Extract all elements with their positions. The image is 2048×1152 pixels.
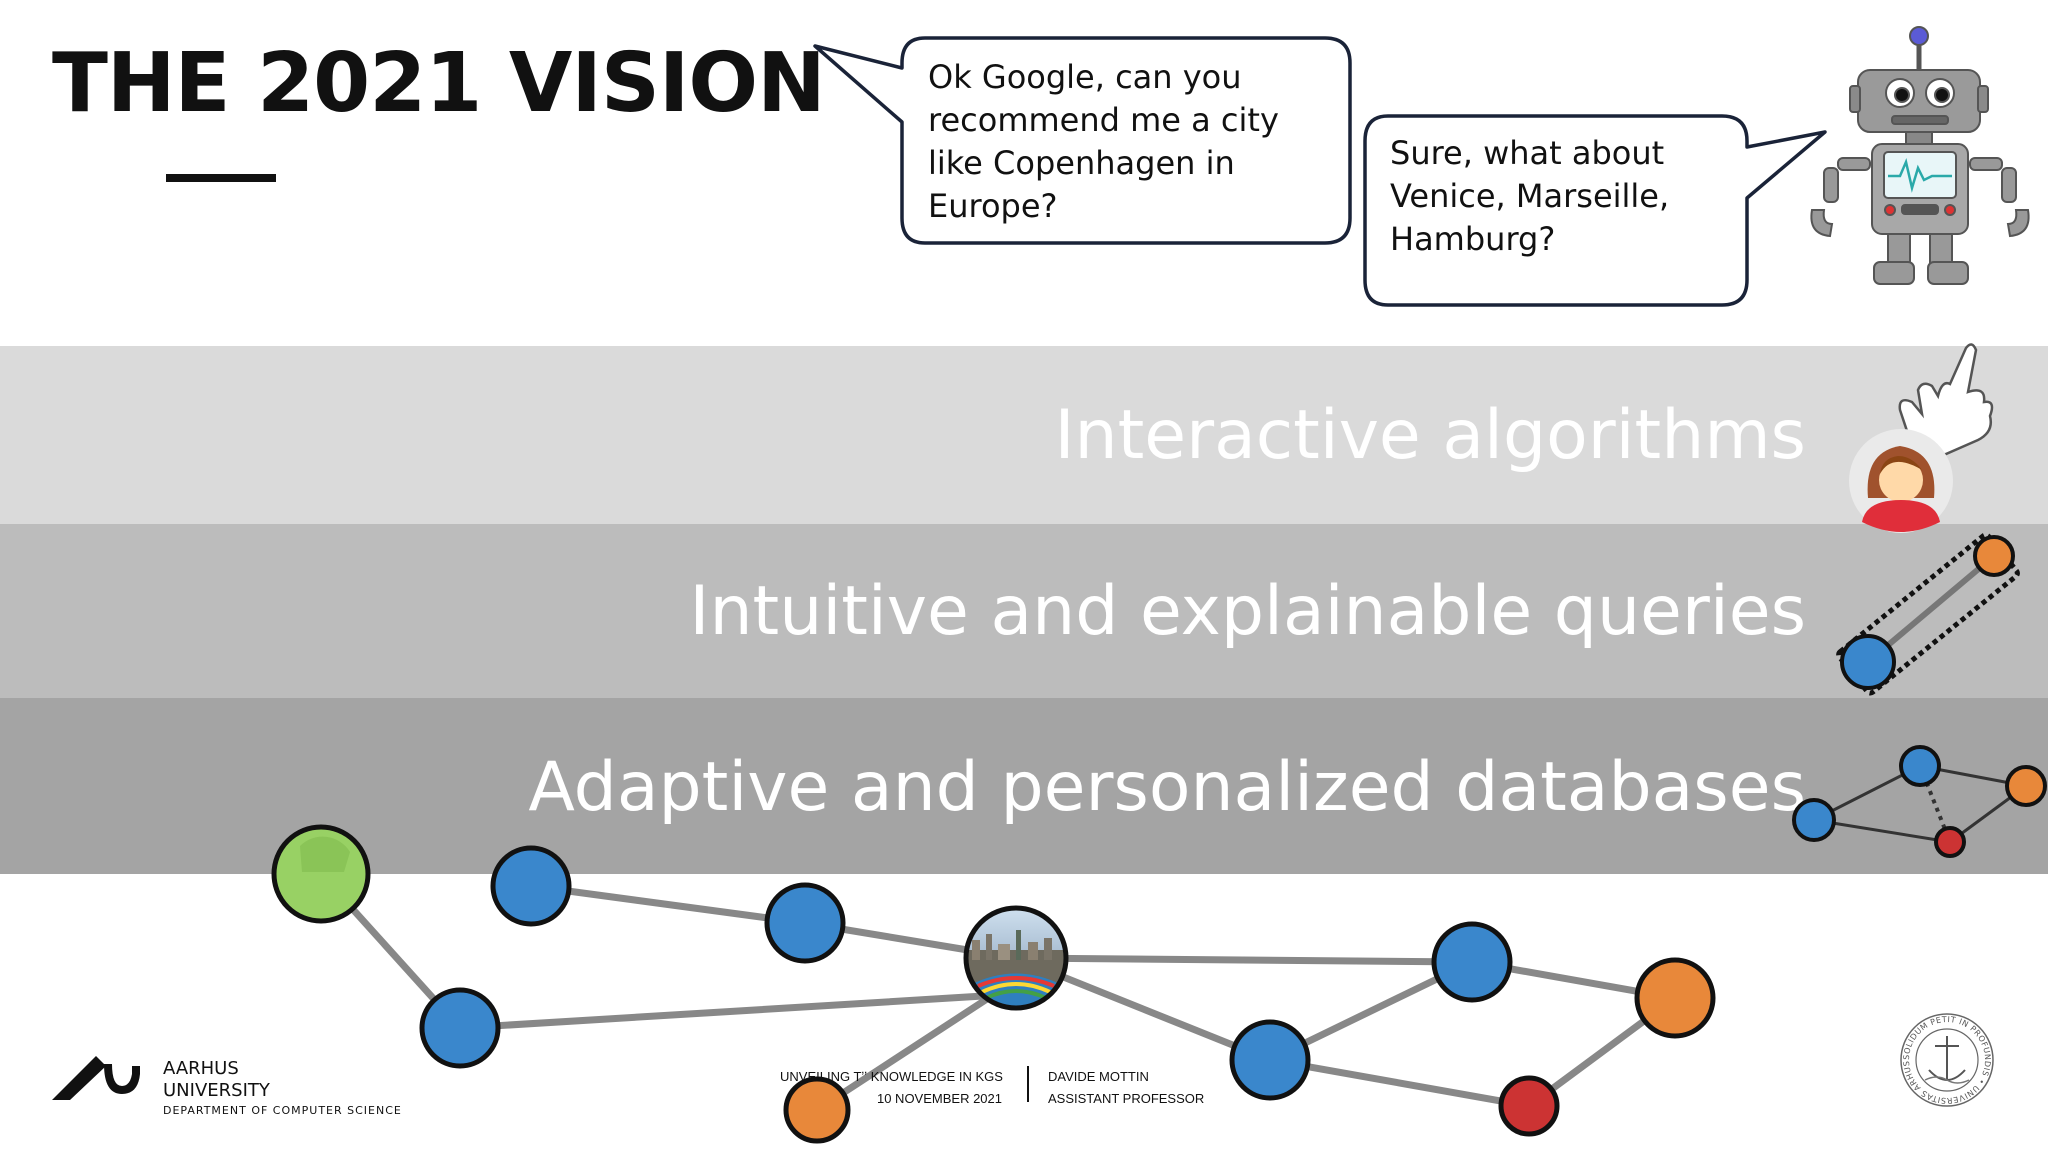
band-label: Intuitive and explainable queries xyxy=(689,572,1806,651)
assistant-speech-text: Sure, what about Venice, Marseille, Hamb… xyxy=(1390,134,1670,258)
graph-node-blue xyxy=(1229,1019,1311,1101)
query-edge-icon xyxy=(1836,532,2020,696)
department-name: DEPARTMENT OF COMPUTER SCIENCE xyxy=(163,1104,402,1117)
svg-text:SOLIDUM PETIT IN PROFUNDIS • U: SOLIDUM PETIT IN PROFUNDIS • UNIVERSITAS… xyxy=(0,0,1992,1105)
small-graph-icon xyxy=(1792,745,2047,858)
graph-node-red xyxy=(1498,1075,1560,1137)
footer-divider xyxy=(1027,1066,1029,1102)
presenter-name: DAVIDE MOTTIN xyxy=(1048,1069,1149,1084)
user-avatar-icon xyxy=(1849,429,1953,533)
assistant-speech-bubble xyxy=(1363,114,1827,307)
graph-node-blue xyxy=(764,882,846,964)
talk-title: UNVEILING Tʼʼ KNOWLEDGE IN KGS xyxy=(780,1069,1003,1084)
graph-node-blue xyxy=(419,987,501,1069)
seal-text: SOLIDUM PETIT IN PROFUNDIS • UNIVERSITAS… xyxy=(0,0,1992,1105)
band-interactive-algorithms: Interactive algorithms xyxy=(0,346,2048,524)
copenhagen-city-node xyxy=(963,905,1069,1011)
slide-title: THE 2021 VISION xyxy=(52,36,826,131)
user-speech-bubble xyxy=(813,36,1352,245)
university-name: AARHUS UNIVERSITY DEPARTMENT OF COMPUTER… xyxy=(163,1058,402,1117)
band-explainable-queries: Intuitive and explainable queries xyxy=(0,524,2048,698)
university-name-line1: AARHUS xyxy=(163,1058,239,1079)
pointing-hand-icon xyxy=(1898,343,1994,456)
graph-node-orange xyxy=(783,1076,851,1144)
title-underline xyxy=(166,174,276,182)
university-name-line2: UNIVERSITY xyxy=(163,1080,270,1101)
band-label: Adaptive and personalized databases xyxy=(528,748,1806,827)
presenter-info: DAVIDE MOTTIN ASSISTANT PROFESSOR xyxy=(1048,1066,1204,1110)
talk-info: UNVEILING Tʼʼ KNOWLEDGE IN KGS 10 NOVEMB… xyxy=(780,1066,1003,1110)
band-label: Interactive algorithms xyxy=(1054,396,1806,475)
talk-date: 10 NOVEMBER 2021 xyxy=(876,1091,1002,1106)
graph-node-blue xyxy=(490,845,572,927)
graph-node-blue xyxy=(1431,921,1513,1003)
graph-node-orange xyxy=(1634,957,1716,1039)
presenter-role: ASSISTANT PROFESSOR xyxy=(1048,1091,1205,1106)
user-speech-text: Ok Google, can you recommend me a city l… xyxy=(928,58,1279,225)
